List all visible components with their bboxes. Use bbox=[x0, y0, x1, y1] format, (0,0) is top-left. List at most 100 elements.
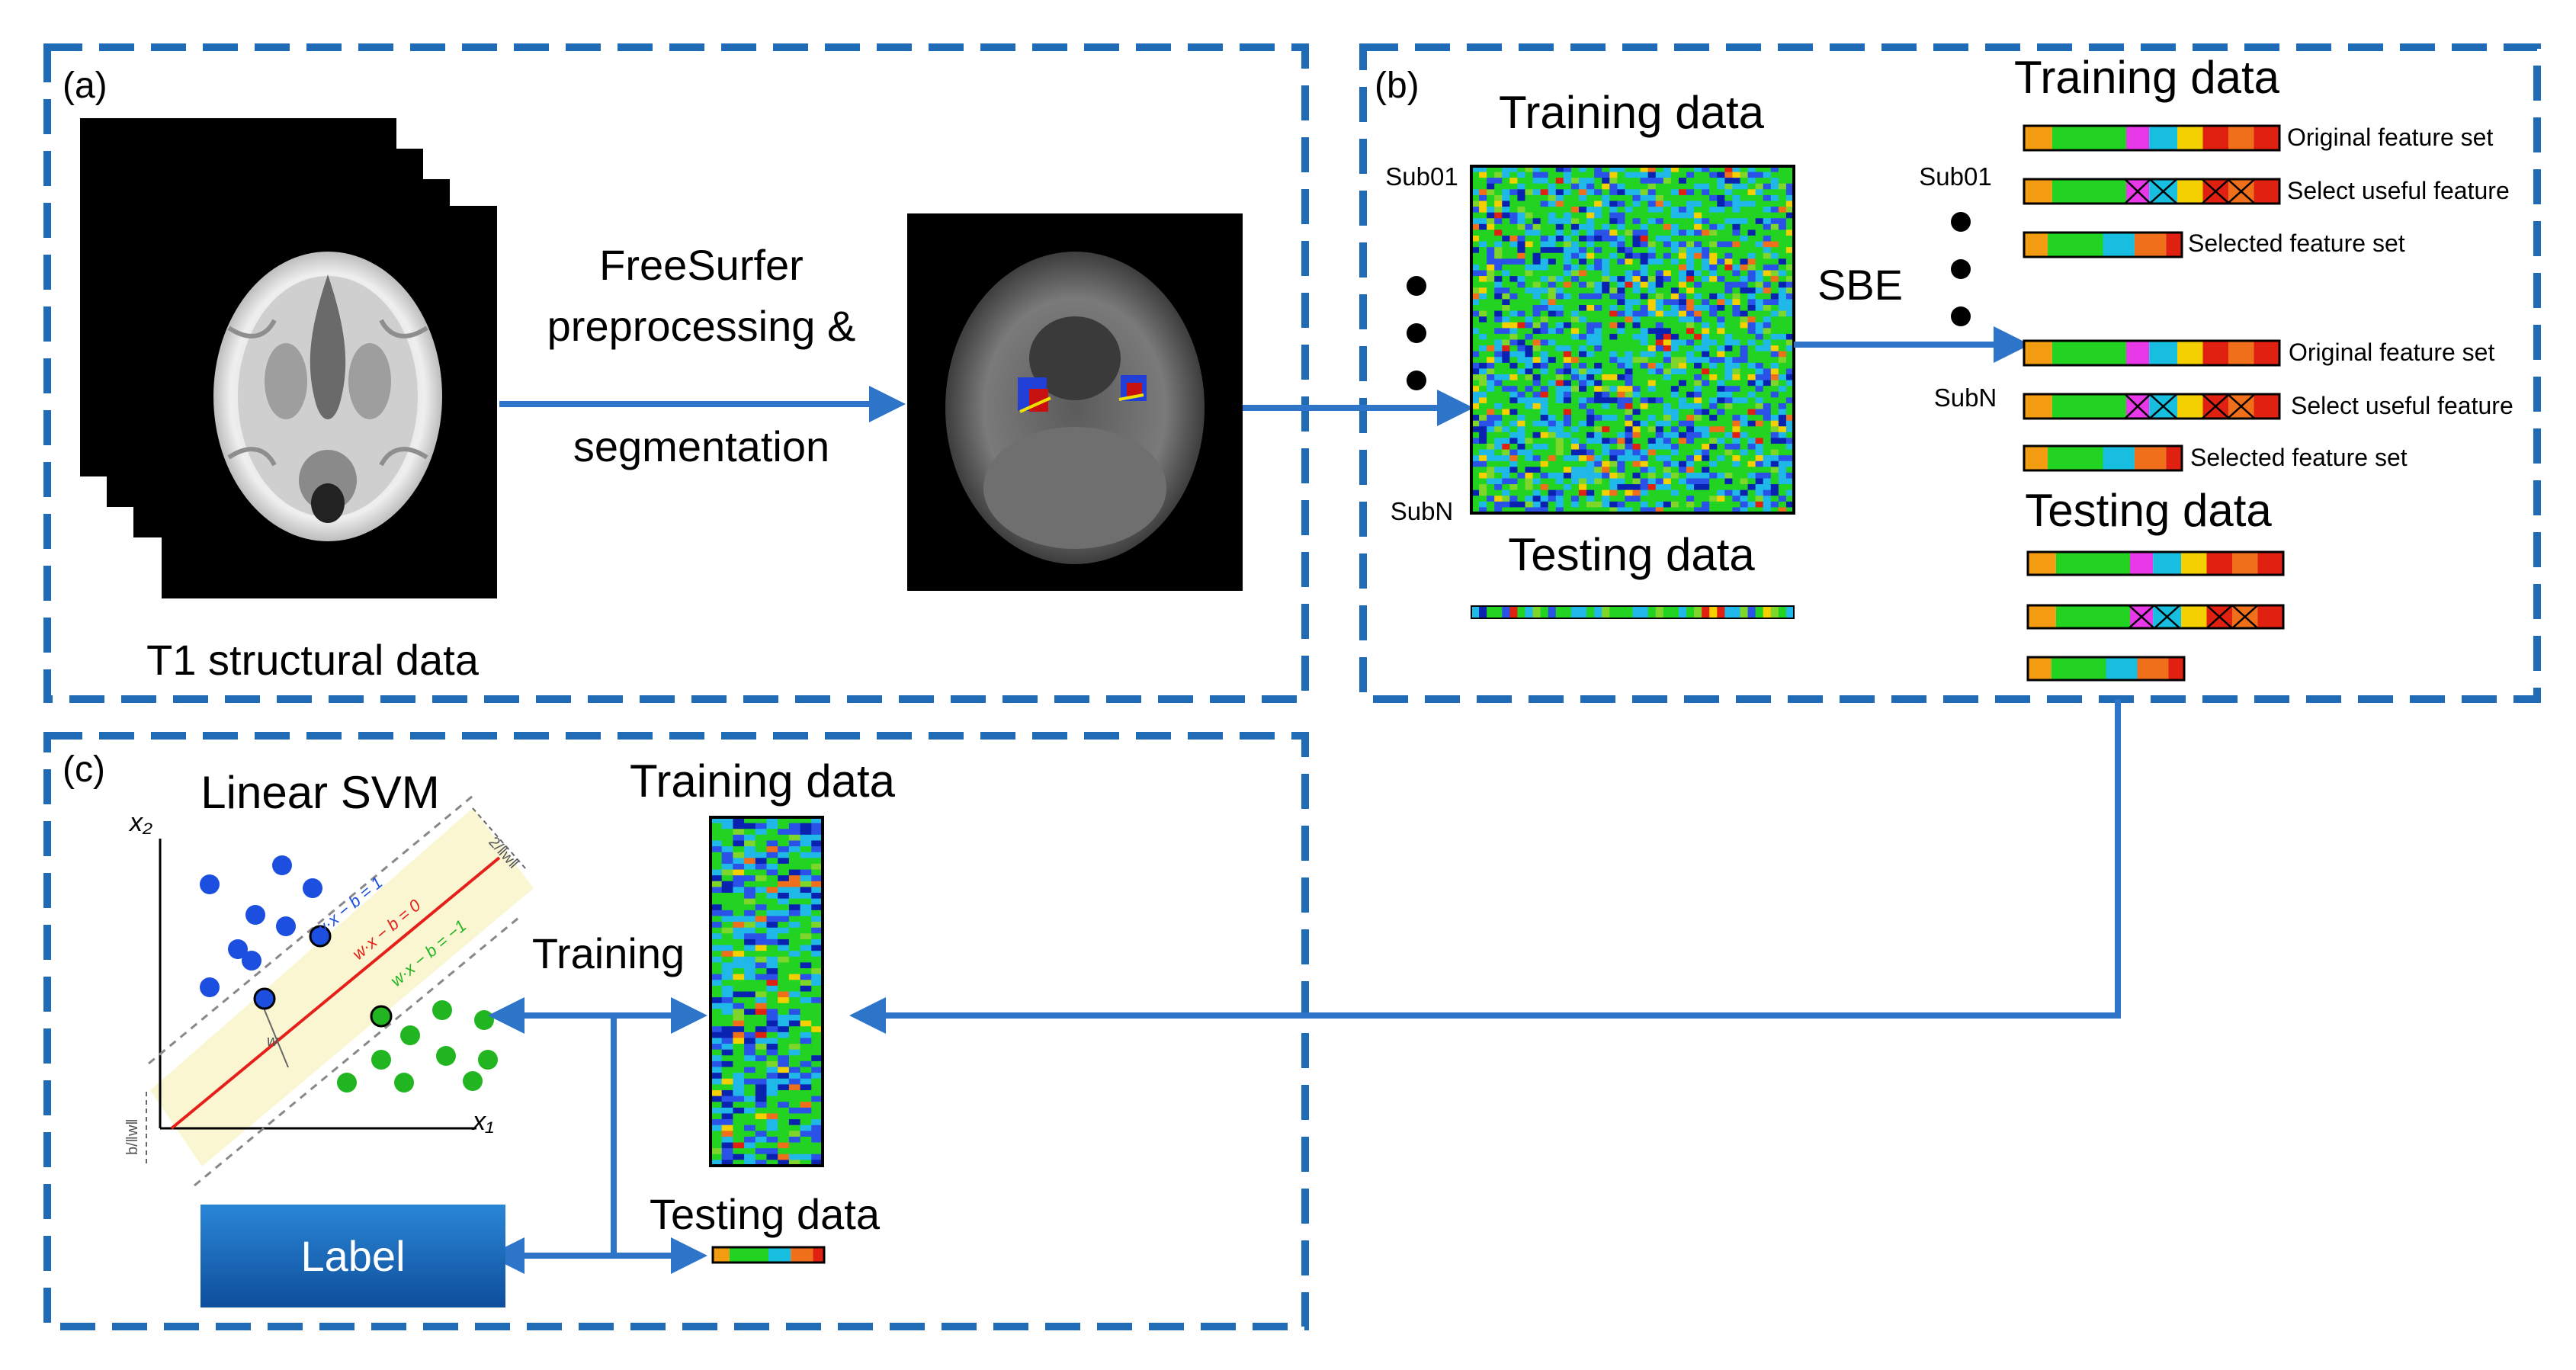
heatmap-cell bbox=[1625, 403, 1633, 409]
heatmap-cell bbox=[1747, 166, 1756, 173]
heatmap-cell bbox=[1732, 212, 1740, 219]
heatmap-cell bbox=[1625, 444, 1633, 451]
heatmap-cell bbox=[1548, 270, 1557, 277]
heatmap-cell bbox=[1763, 305, 1772, 312]
heatmap-cell bbox=[1755, 276, 1764, 283]
heatmap-cell bbox=[1570, 189, 1580, 196]
heatmap-cell bbox=[733, 910, 745, 916]
feature-segment bbox=[2051, 394, 2126, 419]
heatmap-cell bbox=[1540, 207, 1549, 213]
heatmap-cell bbox=[1747, 362, 1756, 369]
svm-plot: 2/‖w‖ b/‖w‖ w w·x − b = 1 w·x − b = 0 w·… bbox=[124, 791, 534, 1187]
heatmap-cell bbox=[1686, 172, 1695, 178]
heatmap-cell bbox=[1694, 380, 1702, 387]
heatmap-cell bbox=[744, 1014, 756, 1022]
heatmap-cell bbox=[1724, 189, 1733, 196]
heatmap-cell bbox=[1525, 218, 1534, 225]
heatmap-cell bbox=[1702, 403, 1710, 409]
heatmap-cell bbox=[1717, 351, 1725, 358]
panel-b-testing-title: Testing data bbox=[1508, 529, 1755, 580]
heatmap-cell bbox=[1570, 484, 1580, 491]
heatmap-cell bbox=[1487, 183, 1495, 190]
heatmap-cell bbox=[1686, 489, 1695, 496]
heatmap-cell bbox=[1625, 183, 1633, 190]
heatmap-cell bbox=[1655, 264, 1664, 271]
label-button[interactable]: Label bbox=[200, 1205, 505, 1307]
heatmap-cell bbox=[1555, 322, 1564, 329]
heatmap-cell bbox=[766, 840, 778, 847]
heatmap-cell bbox=[1632, 236, 1641, 242]
heatmap-cell bbox=[1602, 316, 1610, 323]
heatmap-cell bbox=[744, 1067, 756, 1073]
heatmap-cell bbox=[1479, 293, 1487, 300]
heatmap-cell bbox=[766, 852, 778, 858]
heatmap-cell bbox=[1602, 507, 1610, 514]
heatmap-cell bbox=[1609, 207, 1618, 213]
heatmap-cell bbox=[1709, 415, 1718, 422]
heatmap-cell bbox=[1717, 270, 1725, 277]
heatmap-cell bbox=[1540, 345, 1549, 352]
heatmap-cell bbox=[778, 1038, 790, 1044]
heatmap-cell bbox=[1548, 501, 1557, 508]
heatmap-cell bbox=[1625, 310, 1633, 317]
subn-select-label: Select useful feature bbox=[2291, 392, 2513, 419]
heatmap-cell bbox=[1594, 472, 1602, 479]
heatmap-cell bbox=[766, 1142, 778, 1149]
heatmap-cell bbox=[711, 1055, 723, 1062]
heatmap-cell bbox=[711, 893, 723, 900]
heatmap-cell bbox=[1517, 368, 1525, 375]
heatmap-cell bbox=[1494, 236, 1503, 242]
heatmap-cell bbox=[711, 1125, 723, 1131]
heatmap-cell bbox=[744, 922, 756, 929]
test-strip-cell bbox=[1686, 606, 1695, 618]
heatmap-cell bbox=[1579, 252, 1587, 259]
heatmap-cell bbox=[1617, 467, 1625, 473]
heatmap-cell bbox=[1770, 420, 1779, 427]
heatmap-cell bbox=[1555, 403, 1564, 409]
heatmap-cell bbox=[1678, 252, 1687, 259]
heatmap-cell bbox=[1625, 397, 1633, 404]
heatmap-cell bbox=[733, 1009, 745, 1015]
heatmap-cell bbox=[811, 1049, 823, 1056]
heatmap-cell bbox=[1570, 293, 1580, 300]
heatmap-cell bbox=[1732, 472, 1740, 479]
heatmap-cell bbox=[733, 1125, 745, 1131]
heatmap-cell bbox=[788, 910, 801, 916]
heatmap-cell bbox=[1632, 258, 1641, 265]
heatmap-cell bbox=[1525, 293, 1534, 300]
heatmap-cell bbox=[711, 846, 723, 853]
heatmap-cell bbox=[778, 1125, 790, 1131]
heatmap-cell bbox=[1525, 287, 1534, 294]
heatmap-cell bbox=[1778, 432, 1787, 438]
heatmap-cell bbox=[1686, 183, 1695, 190]
heatmap-cell bbox=[1625, 478, 1633, 485]
heatmap-cell bbox=[766, 1009, 778, 1015]
heatmap-cell bbox=[1647, 281, 1657, 288]
heatmap-cell bbox=[1763, 287, 1772, 294]
heatmap-cell bbox=[1532, 351, 1541, 358]
heatmap-cell bbox=[811, 875, 823, 882]
heatmap-cell bbox=[1532, 207, 1541, 213]
heatmap-cell bbox=[1625, 362, 1633, 369]
heatmap-cell bbox=[1694, 339, 1702, 346]
heatmap-cell bbox=[1778, 183, 1787, 190]
heatmap-cell bbox=[1525, 339, 1534, 346]
heatmap-cell bbox=[1655, 409, 1664, 415]
heatmap-cell bbox=[800, 1102, 812, 1109]
heatmap-cell bbox=[1770, 293, 1779, 300]
heatmap-cell bbox=[1555, 201, 1564, 207]
heatmap-cell bbox=[1479, 218, 1487, 225]
heatmap-cell bbox=[1548, 397, 1557, 404]
heatmap-cell bbox=[1686, 178, 1695, 184]
heatmap-cell bbox=[1479, 247, 1487, 254]
heatmap-cell bbox=[1525, 397, 1534, 404]
heatmap-cell bbox=[1502, 229, 1510, 236]
heatmap-cell bbox=[1694, 299, 1702, 306]
heatmap-cell bbox=[1678, 194, 1687, 201]
heatmap-cell bbox=[1763, 189, 1772, 196]
heatmap-cell bbox=[1724, 484, 1733, 491]
heatmap-cell bbox=[1755, 362, 1764, 369]
heatmap-cell bbox=[1532, 460, 1541, 467]
heatmap-cell bbox=[1755, 403, 1764, 409]
heatmap-cell bbox=[766, 893, 778, 900]
